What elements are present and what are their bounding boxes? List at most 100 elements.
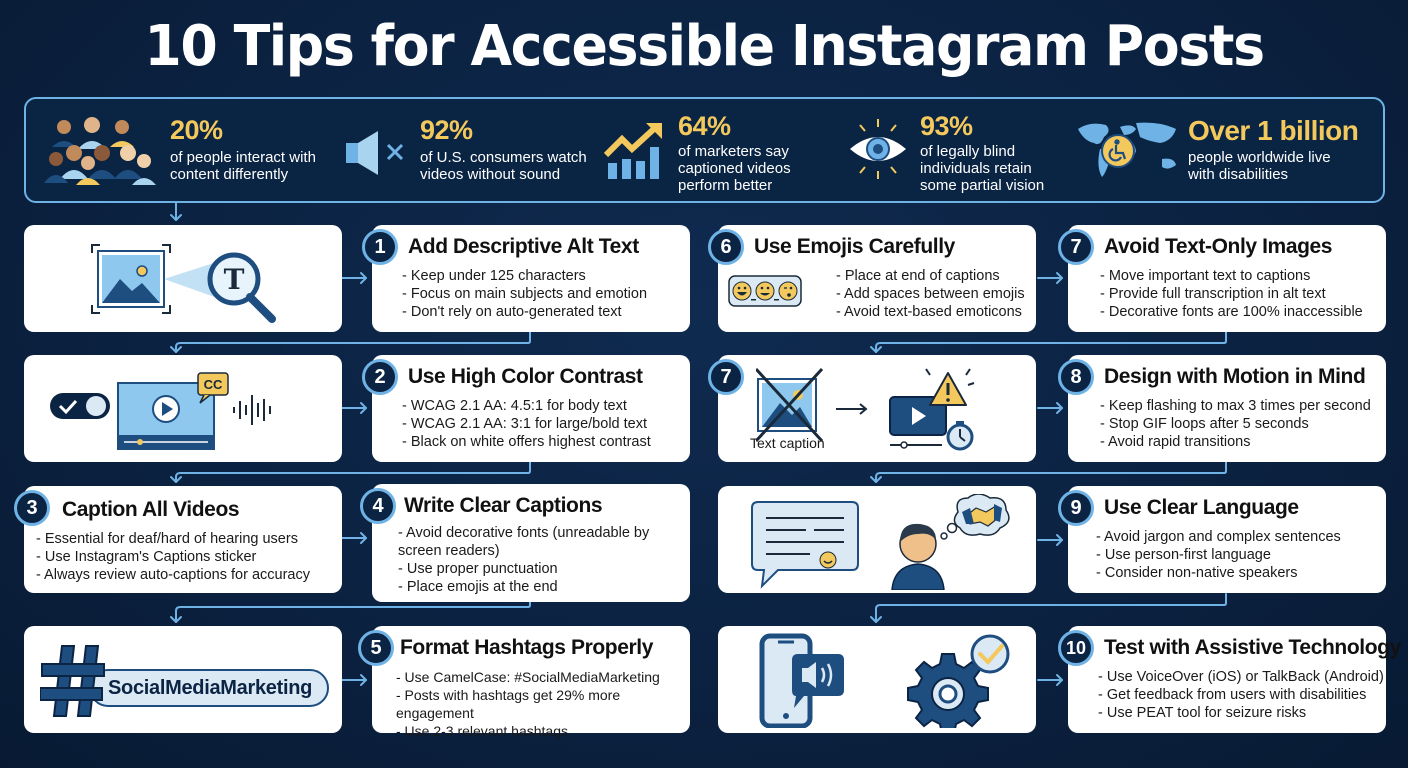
tip-item: - Use person-first language (1096, 547, 1271, 563)
tip-list: - Use VoiceOver (iOS) or TalkBack (Andro… (1098, 668, 1384, 722)
tip-card-10: Test with Assistive Technology - Use Voi… (1068, 626, 1401, 733)
stat-text: of marketers say captioned videos perfor… (678, 143, 791, 194)
tip-item: - Use proper punctuation (398, 561, 558, 577)
tip-number-badge: 5 (358, 630, 394, 666)
tip-title: Caption All Videos (62, 498, 240, 521)
tip-item: - Get feedback from users with disabilit… (1098, 687, 1367, 703)
tip-card-7: Avoid Text-Only Images - Move important … (1068, 225, 1386, 332)
image-magnifier-icon: T (90, 243, 280, 323)
tip-item: - Avoid rapid transitions (1100, 434, 1251, 450)
page-title: 10 Tips for Accessible Instagram Posts (144, 14, 1265, 79)
tip-list: - Keep under 125 characters - Focus on m… (402, 267, 647, 321)
tip-item: - Keep under 125 characters (402, 268, 586, 284)
tip-item: - Use CamelCase: #SocialMediaMarketing (396, 669, 660, 685)
eye-icon (846, 117, 910, 181)
muted-speaker-icon (344, 129, 408, 177)
phone-speaker-gear-icon (758, 632, 1018, 728)
tip-item: - Use VoiceOver (iOS) or TalkBack (Andro… (1098, 669, 1384, 685)
illustration-card-motion: Text caption (718, 355, 1036, 462)
stat-people: 20% of people interact with content diff… (44, 99, 344, 201)
people-group-icon (44, 113, 156, 185)
tip-number-badge: 10 (1058, 630, 1094, 666)
tip-list: - Place at end of captions - Add spaces … (836, 267, 1025, 321)
stat-value: 20% (170, 115, 223, 145)
speech-bubble-person-icon (748, 494, 1018, 590)
tip-card-4: Write Clear Captions - Avoid decorative … (372, 484, 690, 602)
tip-number-badge: 3 (14, 490, 50, 526)
tip-item: - Place at end of captions (836, 268, 1000, 284)
illustration-card-assistive (718, 626, 1036, 733)
world-accessibility-icon (1076, 119, 1182, 181)
stat-vision: 93% of legally blind individuals retain … (846, 99, 1086, 201)
tip-item: - Use Instagram's Captions sticker (36, 549, 257, 565)
tip-item: - Place emojis at the end (398, 579, 558, 595)
tip-title: Test with Assistive Technology (1104, 636, 1401, 659)
tip-title: Use Emojis Carefully (754, 235, 955, 258)
text-caption-label: Text caption (750, 435, 825, 451)
tip-title: Add Descriptive Alt Text (408, 235, 639, 258)
stat-text: of people interact with content differen… (170, 149, 316, 183)
stat-value: 92% (420, 115, 473, 145)
tip-item: - Always review auto-captions for accura… (36, 567, 310, 583)
illustration-card-hashtag: SocialMediaMarketing (24, 626, 342, 733)
stat-marketers: 64% of marketers say captioned videos pe… (604, 99, 844, 201)
tip-card-2: Use High Color Contrast - WCAG 2.1 AA: 4… (372, 355, 690, 462)
tip-number-badge: 4 (360, 488, 396, 524)
tip-list: - Use CamelCase: #SocialMediaMarketing -… (396, 668, 690, 740)
tip-item: - Provide full transcription in alt text (1100, 286, 1326, 302)
stat-value: 93% (920, 111, 973, 141)
hashtag-text: SocialMediaMarketing (108, 677, 313, 699)
stat-disabilities: Over 1 billion people worldwide live wit… (1076, 99, 1376, 201)
tip-list: - Keep flashing to max 3 times per secon… (1100, 397, 1371, 451)
tip-item: - Avoid text-based emoticons (836, 304, 1022, 320)
tip-number-badge: 8 (1058, 359, 1094, 395)
tip-number-badge: 6 (708, 229, 744, 265)
tip-number-badge: 1 (362, 229, 398, 265)
stat-value: Over 1 billion (1188, 115, 1359, 146)
tip-number-badge: 2 (362, 359, 398, 395)
stat-sound: 92% of U.S. consumers watch videos witho… (344, 99, 604, 201)
tip-item: - Add spaces between emojis (836, 286, 1025, 302)
illustration-card-alt-text: T (24, 225, 342, 332)
svg-text:T: T (224, 263, 245, 296)
tip-title: Write Clear Captions (404, 494, 603, 517)
tip-card-5: Format Hashtags Properly - Use CamelCase… (372, 626, 690, 739)
tip-item: - Avoid decorative fonts (unreadable by … (398, 525, 650, 559)
tip-item: - Black on white offers highest contrast (402, 434, 651, 450)
tip-item: - Consider non-native speakers (1096, 565, 1298, 581)
crossed-image-to-video-icon (756, 365, 1026, 455)
tip-title: Use Clear Language (1104, 496, 1299, 519)
tip-item: - Use PEAT tool for seizure risks (1098, 705, 1307, 721)
tip-item: - Don't rely on auto-generated text (402, 304, 622, 320)
growth-chart-icon (604, 121, 666, 181)
tip-item: - Decorative fonts are 100% inaccessible (1100, 304, 1363, 320)
svg-text:CC: CC (204, 377, 223, 392)
tip-title: Design with Motion in Mind (1104, 365, 1366, 388)
video-caption-toggle-icon: CC (48, 371, 288, 451)
stat-value: 64% (678, 111, 731, 141)
tip-item: - WCAG 2.1 AA: 4.5:1 for body text (402, 398, 627, 414)
tip-list: - Move important text to captions - Prov… (1100, 267, 1363, 321)
tip-number-badge: 7 (1058, 229, 1094, 265)
illustration-card-contrast: CC (24, 355, 342, 462)
tip-list: - WCAG 2.1 AA: 4.5:1 for body text - WCA… (402, 397, 651, 451)
tip-title: Use High Color Contrast (408, 365, 643, 388)
tip-item: - Move important text to captions (1100, 268, 1311, 284)
stat-text: of U.S. consumers watch videos without s… (420, 149, 587, 183)
tip-item: - Keep flashing to max 3 times per secon… (1100, 398, 1371, 414)
hashtag-icon (40, 644, 340, 720)
tip-list: - Avoid decorative fonts (unreadable by … (398, 524, 649, 596)
tip-title: Avoid Text-Only Images (1104, 235, 1333, 258)
stat-text: people worldwide live with disabilities (1188, 149, 1331, 183)
tip-card-8: Design with Motion in Mind - Keep flashi… (1068, 355, 1386, 462)
illustration-number-badge: 7 (708, 359, 744, 395)
tip-title: Format Hashtags Properly (400, 636, 653, 659)
tip-item: - Essential for deaf/hard of hearing use… (36, 531, 298, 547)
tip-card-9: Use Clear Language - Avoid jargon and co… (1068, 486, 1386, 593)
tip-item: - Use 2-3 relevant hashtags (396, 723, 568, 739)
tip-item: - Avoid jargon and complex sentences (1096, 529, 1341, 545)
tip-card-1: Add Descriptive Alt Text - Keep under 12… (372, 225, 690, 332)
tip-card-6: Use Emojis Carefully - Place at end of c… (718, 225, 1036, 332)
tip-number-badge: 9 (1058, 490, 1094, 526)
tip-item: - WCAG 2.1 AA: 3:1 for large/bold text (402, 416, 647, 432)
